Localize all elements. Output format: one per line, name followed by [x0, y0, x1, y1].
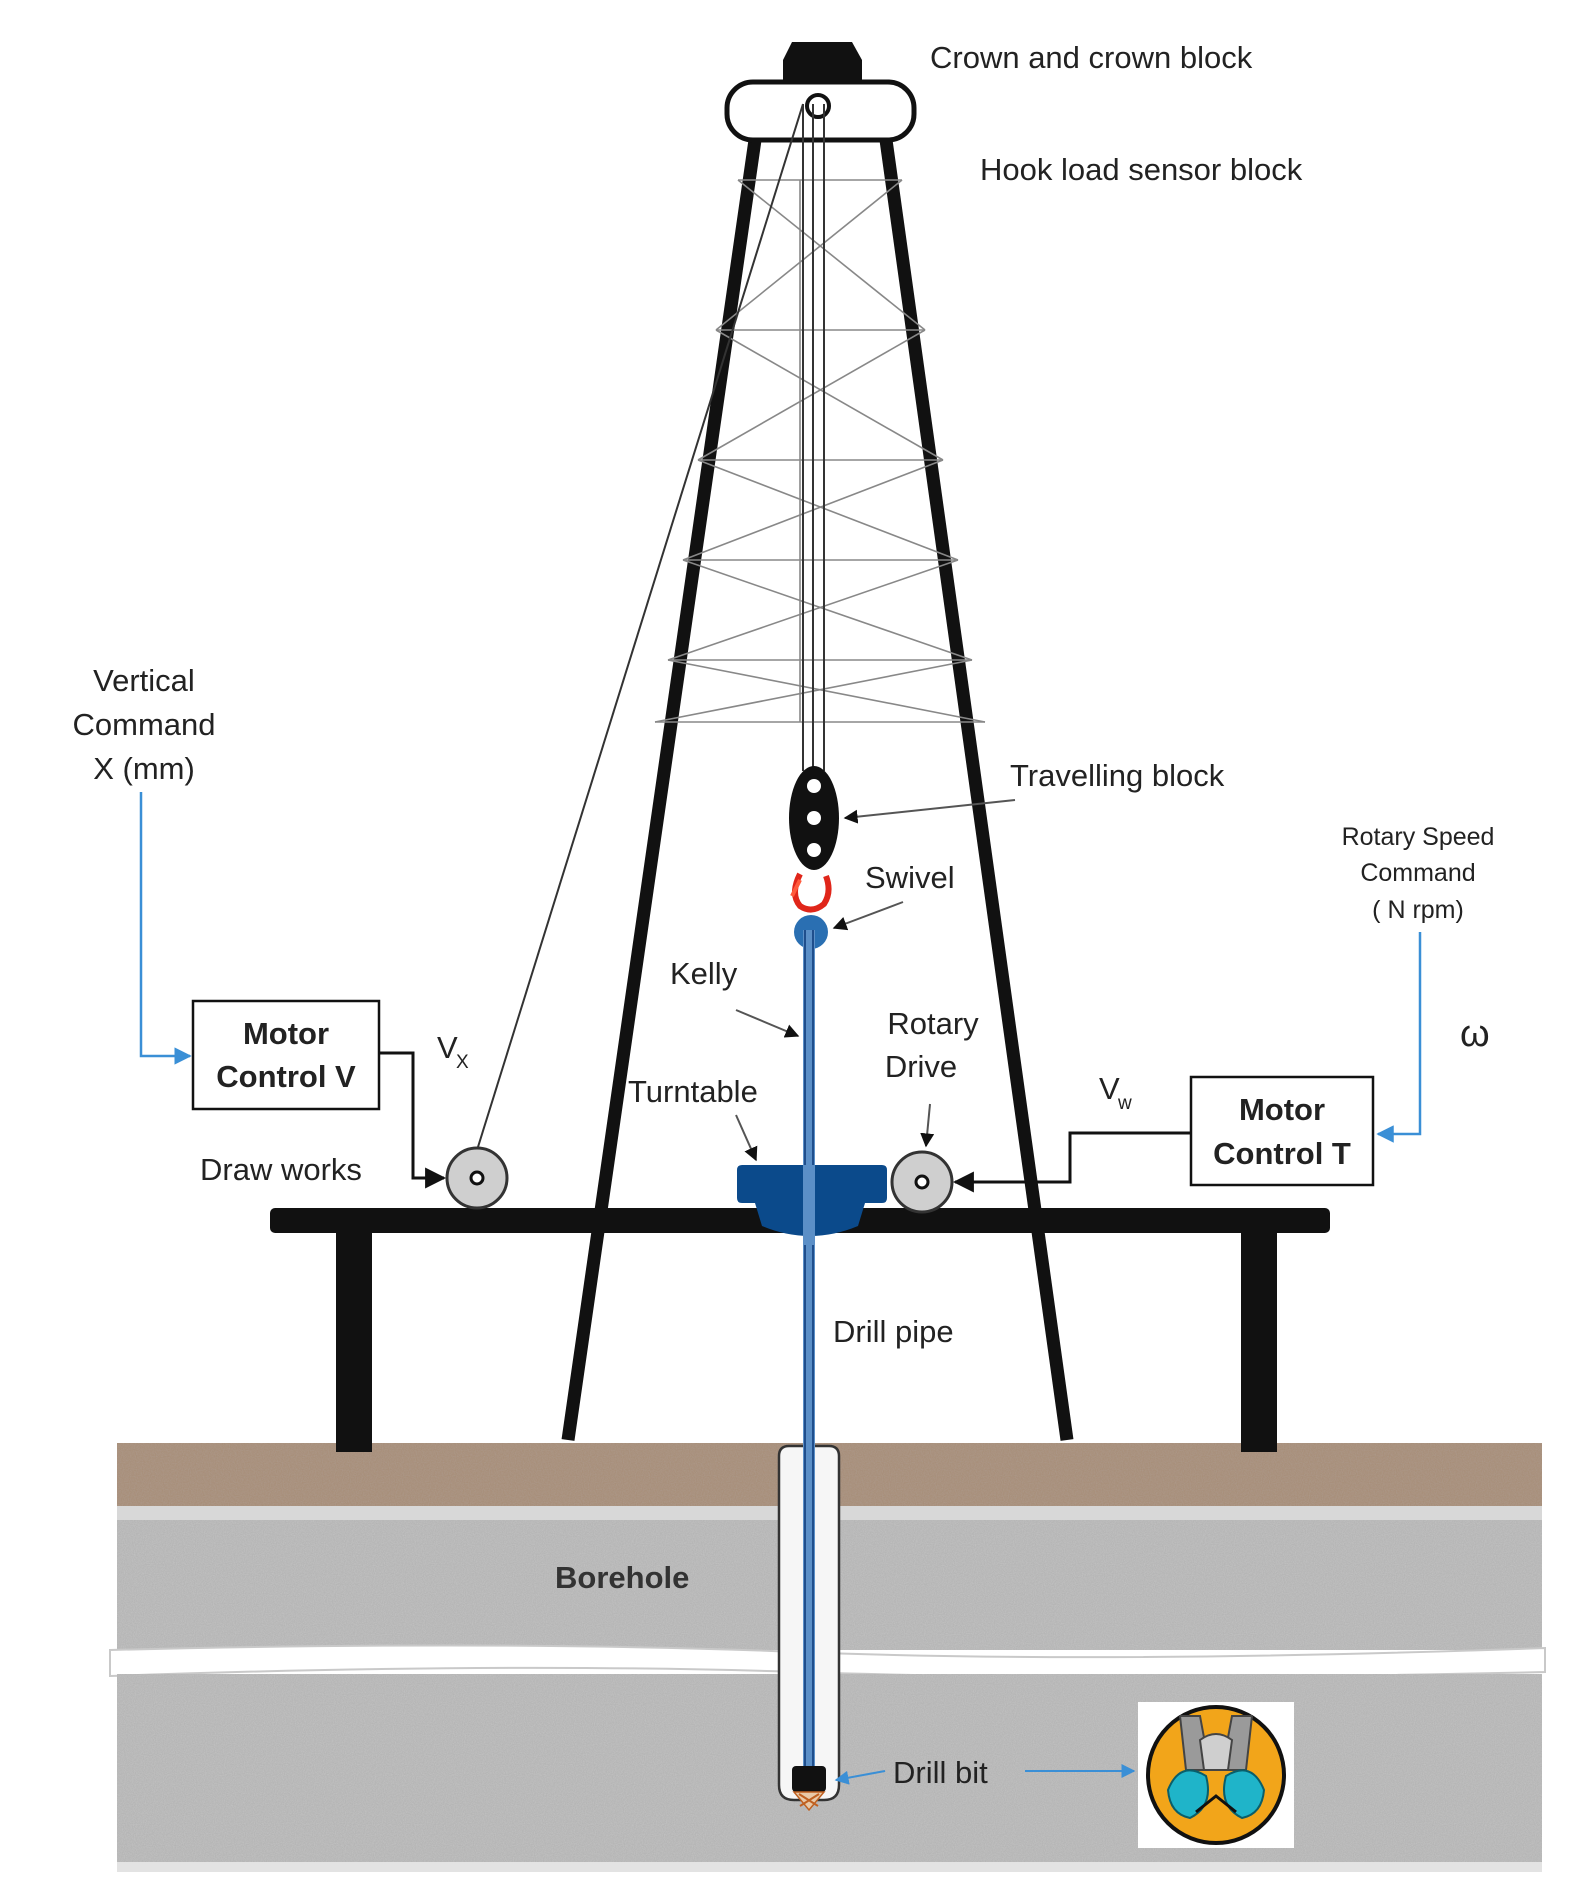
- travelling-block: [789, 766, 839, 870]
- label-turntable: Turntable: [628, 1074, 758, 1109]
- label-pointers: [735, 799, 1136, 1785]
- rotary-speed-signal-line: [1376, 932, 1422, 1143]
- label-crown: Crown and crown block: [930, 40, 1253, 75]
- motor-control-v-line1: Motor: [243, 1016, 329, 1051]
- label-borehole: Borehole: [555, 1560, 689, 1595]
- motor-control-t-line2: Control T: [1213, 1136, 1351, 1171]
- svg-text:V: V: [437, 1030, 458, 1065]
- svg-text:V: V: [1099, 1071, 1120, 1106]
- svg-text:Rotary Speed: Rotary Speed: [1342, 823, 1495, 851]
- svg-text:Drive: Drive: [885, 1049, 957, 1084]
- bit-inset-circle: [1146, 1705, 1286, 1845]
- drill-bit-inset: [1138, 1702, 1294, 1848]
- label-swivel: Swivel: [865, 860, 955, 895]
- motor-t-to-rotary-drive-line: [952, 1131, 1191, 1193]
- svg-text:Rotary: Rotary: [887, 1006, 979, 1041]
- draw-works-drum: [445, 1146, 509, 1210]
- label-rotary-speed-command: Rotary Speed Command ( N rpm): [1342, 823, 1495, 924]
- motor-control-v-box: Motor Control V: [191, 999, 381, 1111]
- crown-block: [724, 42, 917, 143]
- label-travelling-block: Travelling block: [1010, 758, 1225, 793]
- rig-floor: [270, 1208, 1330, 1452]
- label-omega: ω: [1460, 1013, 1490, 1055]
- label-rotary-drive: Rotary Drive: [885, 1006, 979, 1084]
- svg-text:Vertical: Vertical: [93, 663, 195, 698]
- drill-string: [803, 930, 815, 1766]
- swivel-hook: [790, 872, 832, 913]
- svg-text:( N rpm): ( N rpm): [1372, 896, 1464, 924]
- bit-inset-cones: [1166, 1715, 1266, 1820]
- svg-text:w: w: [1117, 1093, 1132, 1114]
- label-draw-works: Draw works: [200, 1152, 362, 1187]
- label-hook-load: Hook load sensor block: [980, 152, 1303, 187]
- motor-control-v-line2: Control V: [216, 1059, 356, 1094]
- svg-text:Command: Command: [1360, 859, 1475, 887]
- svg-text:X: X: [456, 1052, 469, 1073]
- motor-v-to-drawworks-line: [379, 1051, 447, 1189]
- label-drill-bit: Drill bit: [893, 1755, 988, 1790]
- label-vw: V w: [1099, 1071, 1132, 1114]
- turntable: [737, 1165, 887, 1245]
- label-kelly: Kelly: [670, 956, 738, 991]
- vertical-command-signal-line: [139, 792, 192, 1065]
- svg-text:Command: Command: [73, 707, 216, 742]
- svg-text:X (mm): X (mm): [93, 751, 195, 786]
- rig-floor-leg-right: [1241, 1232, 1277, 1452]
- rotary-drive-drum: [890, 1150, 954, 1214]
- label-drill-pipe: Drill pipe: [833, 1314, 954, 1349]
- hoisting-lines: [472, 103, 825, 1164]
- crown-sheave: [805, 93, 831, 119]
- rig-floor-leg-left: [336, 1232, 372, 1452]
- label-vertical-command: Vertical Command X (mm): [73, 663, 216, 786]
- drill-bit: [792, 1766, 826, 1812]
- label-vx: V X: [437, 1030, 469, 1073]
- motor-control-t-box: Motor Control T: [1189, 1075, 1375, 1187]
- motor-control-t-line1: Motor: [1239, 1092, 1325, 1127]
